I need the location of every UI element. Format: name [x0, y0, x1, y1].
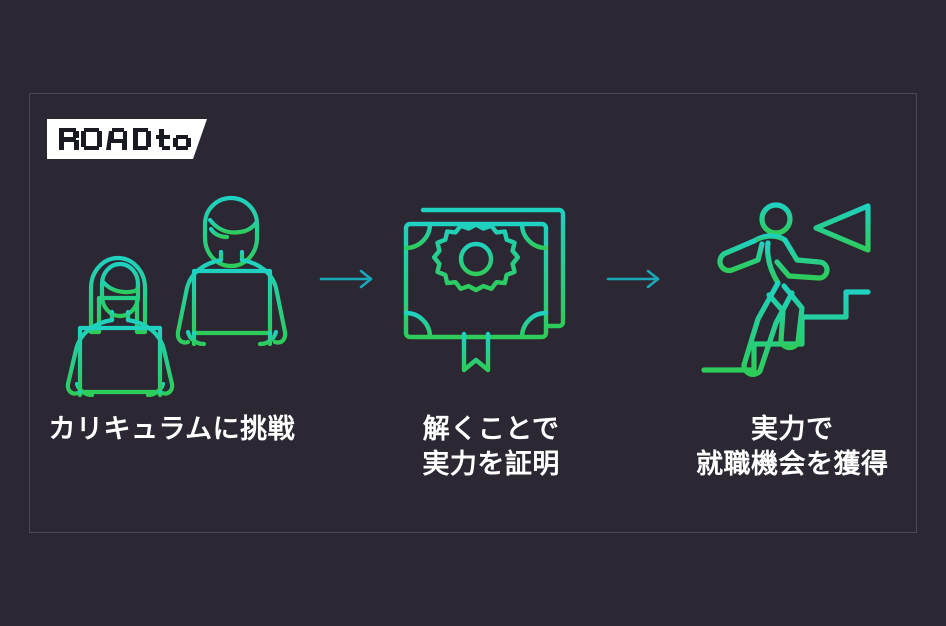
person-climbing-stairs-to-flag-icon — [701, 202, 871, 377]
step-2-art — [396, 171, 586, 386]
runner-head — [759, 202, 793, 236]
connector-1 — [315, 171, 381, 386]
logo-lettering — [59, 128, 191, 150]
step-1-label: カリキュラムに挑戦 — [48, 414, 296, 444]
runner-body — [717, 233, 830, 377]
person-front — [59, 255, 180, 398]
certificate-with-seal-icon — [403, 207, 566, 373]
arrow-right-icon — [319, 269, 372, 288]
certificate-front-sheet — [403, 221, 549, 340]
person-back — [173, 195, 290, 347]
stairs-icon — [701, 289, 871, 373]
step-1: カリキュラムに挑戦 — [29, 171, 315, 447]
certificate-back-sheet — [420, 207, 566, 329]
step-2: 解くことで 実力を証明 — [381, 171, 602, 481]
content-frame — [29, 93, 917, 533]
road-to-logo-banner — [47, 119, 207, 159]
roadmap-steps: カリキュラムに挑戦 — [29, 93, 917, 533]
step-2-label: 解くことで 実力を証明 — [422, 414, 560, 479]
connector-2 — [602, 171, 668, 386]
arrow-right-icon — [606, 269, 659, 288]
road-to-logo-shape — [47, 119, 207, 159]
step-3: 実力で 就職機会を獲得 — [668, 171, 917, 481]
step-3-art — [692, 171, 892, 386]
step-3-label: 実力で 就職機会を獲得 — [696, 414, 889, 479]
two-people-at-laptops-icon — [59, 195, 290, 398]
step-1-art — [42, 171, 302, 398]
flag-icon — [813, 203, 871, 355]
award-seal-icon — [431, 222, 521, 373]
